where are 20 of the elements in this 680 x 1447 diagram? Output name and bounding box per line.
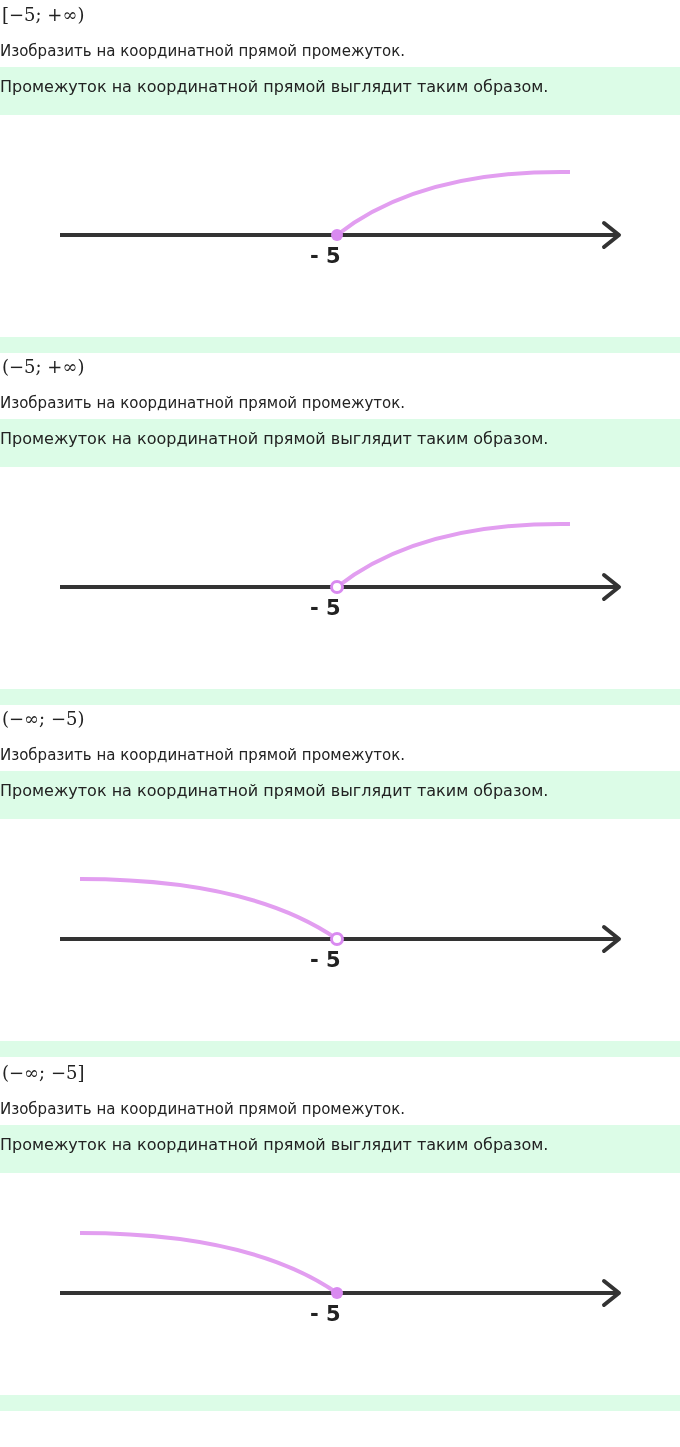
interval-notation: [−5; +∞) <box>2 4 85 25</box>
divider-bar <box>0 689 680 705</box>
tick-label: - 5 <box>310 244 341 268</box>
answer-text: Промежуток на координатной прямой выглядит таким образом. <box>0 781 549 800</box>
interval-notation: (−5; +∞) <box>2 356 85 377</box>
interval-notation: (−∞; −5) <box>2 708 85 729</box>
tick-label: - 5 <box>310 948 341 972</box>
task-text: Изобразить на координатной прямой промежуток. <box>0 394 405 412</box>
task-text: Изобразить на координатной прямой промежуток. <box>0 42 405 60</box>
answer-text: Промежуток на координатной прямой выглядит таким образом. <box>0 429 549 448</box>
tick-label: - 5 <box>310 1302 341 1326</box>
divider-bar <box>0 1041 680 1057</box>
interval-notation: (−∞; −5] <box>2 1062 85 1083</box>
task-text: Изобразить на координатной прямой промежуток. <box>0 1100 405 1118</box>
tick-label: - 5 <box>310 596 341 620</box>
task-text: Изобразить на координатной прямой промежуток. <box>0 746 405 764</box>
divider-bar <box>0 337 680 353</box>
divider-bar <box>0 1395 680 1411</box>
answer-text: Промежуток на координатной прямой выглядит таким образом. <box>0 77 549 96</box>
answer-text: Промежуток на координатной прямой выглядит таким образом. <box>0 1135 549 1154</box>
